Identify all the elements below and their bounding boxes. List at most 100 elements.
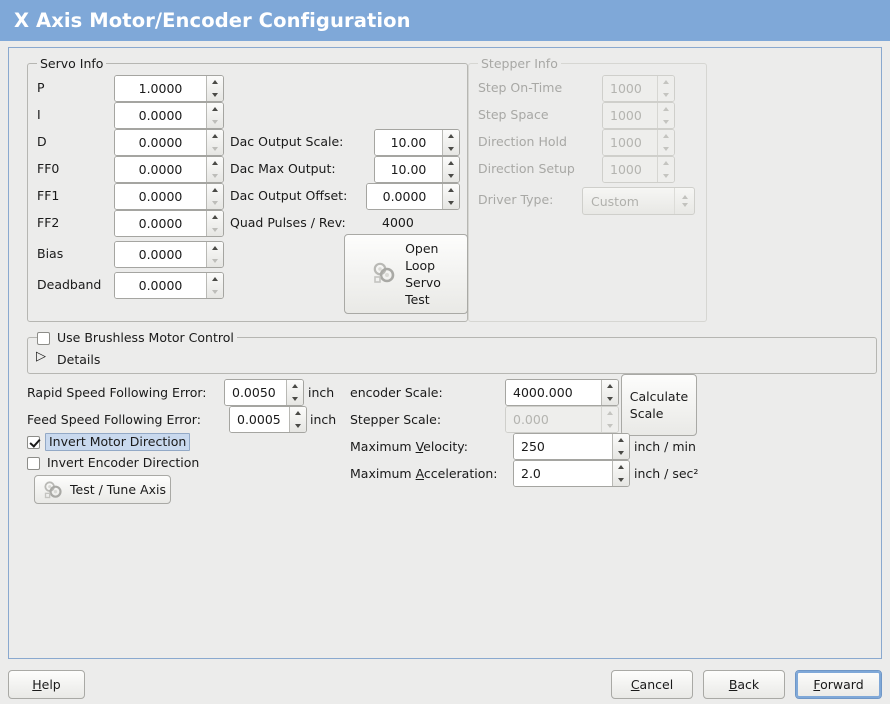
cancel-button[interactable]: Cancel <box>611 670 693 699</box>
spin-up-icon[interactable] <box>207 242 223 255</box>
servo-input-bias-value[interactable]: 0.0000 <box>115 242 206 267</box>
rapid-speed-following-error-input[interactable]: 0.0050 <box>224 379 304 406</box>
page-title: X Axis Motor/Encoder Configuration <box>14 9 411 32</box>
servo-input-ff2-value[interactable]: 0.0000 <box>115 211 206 236</box>
invert-motor-direction-checkbox[interactable]: Invert Motor Direction <box>27 433 191 451</box>
help-button[interactable]: Help <box>8 670 85 699</box>
checkbox-box[interactable] <box>37 331 50 345</box>
servo-input-ff1[interactable]: 0.0000 <box>114 183 224 210</box>
maximum-acceleration-value[interactable]: 2.0 <box>514 461 612 486</box>
spin-down-icon[interactable] <box>602 393 618 406</box>
invert-motor-direction-label: Invert Motor Direction <box>45 433 191 451</box>
feed-speed-following-error-input[interactable]: 0.0005 <box>229 406 307 433</box>
dac-max-output-value[interactable]: 10.00 <box>375 157 442 182</box>
spin-down-icon[interactable] <box>287 393 303 406</box>
spin-up-icon[interactable] <box>207 103 223 116</box>
calculate-scale-button[interactable]: Calculate Scale <box>621 374 697 436</box>
servo-input-ff2[interactable]: 0.0000 <box>114 210 224 237</box>
details-expander[interactable]: Details <box>36 349 100 367</box>
spin-down-icon[interactable] <box>443 170 459 183</box>
dac-max-output-spinner[interactable] <box>442 157 459 182</box>
servo-input-i-spinner[interactable] <box>206 103 223 128</box>
chevron-right-icon[interactable] <box>36 349 48 366</box>
spin-up-icon[interactable] <box>207 211 223 224</box>
spin-down-icon <box>207 224 223 237</box>
direction-hold-label: Direction Hold <box>478 134 567 149</box>
maximum-velocity-input[interactable]: 250 <box>513 433 630 460</box>
dac-output-offset-input[interactable]: 0.0000 <box>366 183 460 210</box>
back-button[interactable]: Back <box>703 670 785 699</box>
feed-following-error-spinner[interactable] <box>289 407 306 432</box>
spin-down-icon[interactable] <box>443 143 459 156</box>
dac-output-offset-spinner[interactable] <box>442 184 459 209</box>
spin-up-icon[interactable] <box>207 157 223 170</box>
servo-input-deadband[interactable]: 0.0000 <box>114 272 224 299</box>
test-tune-axis-button[interactable]: Test / Tune Axis <box>34 475 171 504</box>
maximum-velocity-value[interactable]: 250 <box>514 434 612 459</box>
servo-input-ff1-spinner[interactable] <box>206 184 223 209</box>
spin-up-icon[interactable] <box>443 157 459 170</box>
encoder-scale-value[interactable]: 4000.000 <box>506 380 601 405</box>
spin-up-icon[interactable] <box>207 273 223 286</box>
spin-down-icon[interactable] <box>443 197 459 210</box>
spin-down-icon[interactable] <box>207 89 223 102</box>
servo-input-ff0-value[interactable]: 0.0000 <box>115 157 206 182</box>
dac-output-offset-value[interactable]: 0.0000 <box>367 184 442 209</box>
maximum-acceleration-input[interactable]: 2.0 <box>513 460 630 487</box>
servo-input-deadband-spinner[interactable] <box>206 273 223 298</box>
dac-max-output-input[interactable]: 10.00 <box>374 156 460 183</box>
servo-input-ff1-value[interactable]: 0.0000 <box>115 184 206 209</box>
servo-input-d-spinner[interactable] <box>206 130 223 155</box>
servo-input-bias[interactable]: 0.0000 <box>114 241 224 268</box>
feed-speed-following-error-value[interactable]: 0.0005 <box>230 407 289 432</box>
step-space-label: Step Space <box>478 107 549 122</box>
servo-input-bias-spinner[interactable] <box>206 242 223 267</box>
maximum-acceleration-spinner[interactable] <box>612 461 629 486</box>
rapid-following-error-spinner[interactable] <box>286 380 303 405</box>
spin-down-icon[interactable] <box>613 447 629 460</box>
use-brushless-motor-control-checkbox[interactable]: Use Brushless Motor Control <box>37 330 234 346</box>
servo-input-deadband-value[interactable]: 0.0000 <box>115 273 206 298</box>
dac-output-scale-input[interactable]: 10.00 <box>374 129 460 156</box>
servo-input-i-value[interactable]: 0.0000 <box>115 103 206 128</box>
spin-up-icon[interactable] <box>602 380 618 393</box>
dac-output-scale-value[interactable]: 10.00 <box>375 130 442 155</box>
encoder-scale-label: encoder Scale: <box>350 385 443 400</box>
spin-up-icon[interactable] <box>287 380 303 393</box>
rapid-speed-following-error-value[interactable]: 0.0050 <box>225 380 286 405</box>
servo-input-ff0-spinner[interactable] <box>206 157 223 182</box>
invert-encoder-direction-checkbox[interactable]: Invert Encoder Direction <box>27 455 199 471</box>
open-loop-servo-test-button[interactable]: Open Loop Servo Test <box>344 234 468 314</box>
spin-up-icon[interactable] <box>443 184 459 197</box>
servo-input-ff2-spinner[interactable] <box>206 211 223 236</box>
dac-output-scale-spinner[interactable] <box>442 130 459 155</box>
direction-hold-spinner <box>657 130 674 155</box>
spin-up-icon[interactable] <box>207 76 223 89</box>
forward-button[interactable]: Forward <box>795 670 882 699</box>
encoder-scale-spinner[interactable] <box>601 380 618 405</box>
checkbox-box[interactable] <box>27 435 40 449</box>
servo-input-d[interactable]: 0.0000 <box>114 129 224 156</box>
spin-down-icon[interactable] <box>290 420 306 433</box>
forward-button-label: Forward <box>813 677 863 692</box>
servo-input-d-value[interactable]: 0.0000 <box>115 130 206 155</box>
spin-down-icon[interactable] <box>613 474 629 487</box>
spin-up-icon[interactable] <box>613 434 629 447</box>
spin-up-icon[interactable] <box>613 461 629 474</box>
servo-input-ff0[interactable]: 0.0000 <box>114 156 224 183</box>
spin-up-icon[interactable] <box>207 184 223 197</box>
open-loop-line-1: Open <box>405 241 439 256</box>
maximum-velocity-spinner[interactable] <box>612 434 629 459</box>
spin-down-icon <box>207 116 223 129</box>
servo-input-p-spinner[interactable] <box>206 76 223 101</box>
spin-up-icon[interactable] <box>207 130 223 143</box>
servo-input-p[interactable]: 1.0000 <box>114 75 224 102</box>
servo-input-p-value[interactable]: 1.0000 <box>115 76 206 101</box>
checkbox-box[interactable] <box>27 456 40 470</box>
spin-up-icon[interactable] <box>443 130 459 143</box>
spin-up-icon[interactable] <box>290 407 306 420</box>
servo-input-i[interactable]: 0.0000 <box>114 102 224 129</box>
invert-encoder-direction-label: Invert Encoder Direction <box>47 455 200 470</box>
spin-up-icon <box>658 103 674 116</box>
encoder-scale-input[interactable]: 4000.000 <box>505 379 619 406</box>
